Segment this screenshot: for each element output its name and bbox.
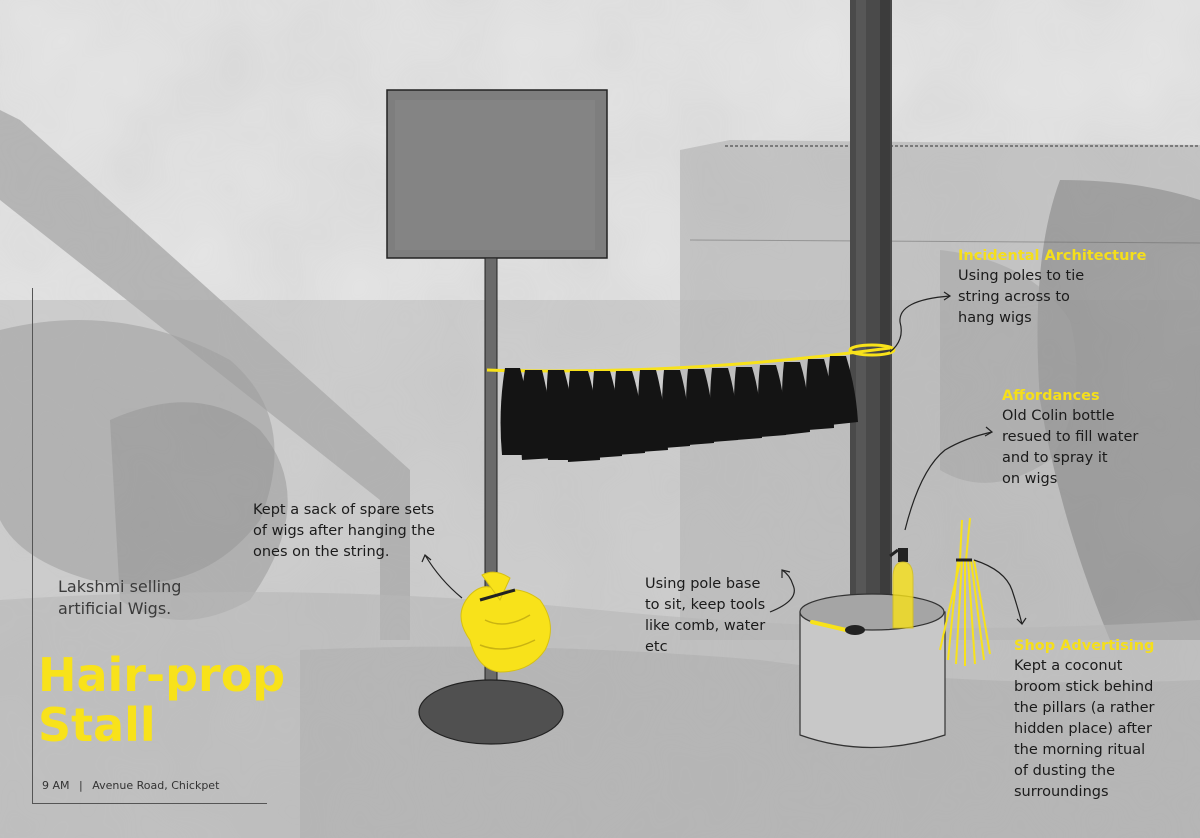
- footer-separator: |: [79, 779, 83, 792]
- pillar: [850, 0, 892, 615]
- hanging-wigs: [500, 356, 858, 462]
- annotation-arrows: [421, 291, 1027, 625]
- pole-base-annotation: Using pole base to sit, keep tools like …: [645, 576, 766, 655]
- signboard: [386, 89, 608, 259]
- arrow-pole-base: [769, 569, 795, 613]
- arrow-sack: [424, 554, 463, 599]
- shop-advertising-heading: Shop Advertising: [1014, 638, 1155, 654]
- sack-annotation: Kept a sack of spare sets of wigs after …: [253, 502, 436, 560]
- arrow-architecture: [889, 295, 951, 353]
- arrow-affordances: [904, 431, 993, 531]
- affordances-text: Old Colin bottle resued to fill water an…: [1002, 408, 1139, 487]
- signboard-base: [418, 679, 564, 745]
- pillar-base: [799, 593, 946, 749]
- page-title: Hair-prop Stall: [38, 648, 286, 752]
- incidental-architecture-text: Using poles to tie string across to hang…: [958, 268, 1085, 326]
- arrow-shop: [973, 559, 1023, 625]
- wig-sack: [460, 571, 551, 673]
- comb: [810, 620, 865, 635]
- footer-location: Avenue Road, Chickpet: [92, 779, 220, 792]
- subtitle: Lakshmi selling artificial Wigs.: [58, 577, 182, 618]
- frame-vertical-line: [32, 288, 33, 803]
- shop-advertising-text: Kept a coconut broom stick behind the pi…: [1014, 658, 1155, 800]
- footer-caption: 9 AM | Avenue Road, Chickpet: [42, 779, 219, 792]
- eave-line: [689, 239, 1200, 244]
- footer-time: 9 AM: [42, 779, 70, 792]
- incidental-architecture-heading: Incidental Architecture: [958, 248, 1147, 264]
- frame-horizontal-line: [32, 803, 267, 804]
- affordances-heading: Affordances: [1002, 388, 1100, 404]
- string-knot: [848, 343, 896, 357]
- broom: [939, 517, 991, 666]
- spray-bottle: [889, 548, 914, 629]
